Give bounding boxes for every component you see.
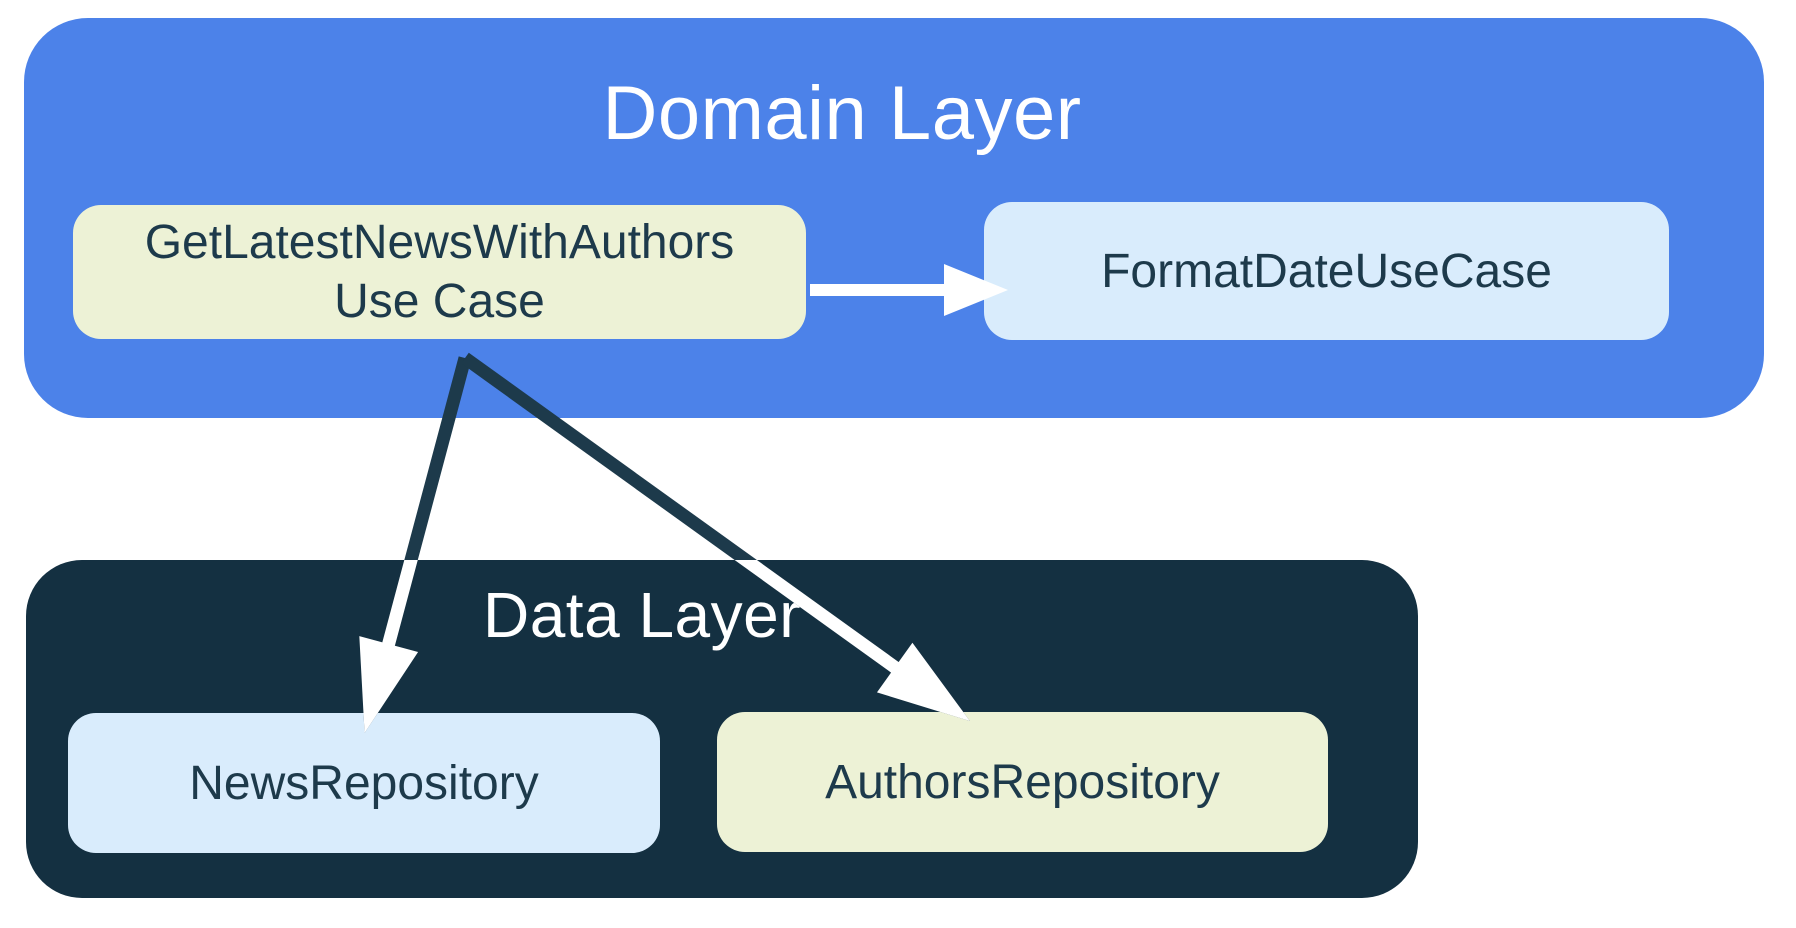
node-authors-repository: AuthorsRepository [717,712,1328,852]
domain-layer-title: Domain Layer [602,71,1082,156]
node-format-date-use-case: FormatDateUseCase [984,202,1669,340]
node-news-repository: NewsRepository [68,713,660,853]
node-get-latest-news-with-authors-use-case: GetLatestNewsWithAuthors Use Case [73,205,806,339]
data-layer-title: Data Layer [482,579,802,651]
